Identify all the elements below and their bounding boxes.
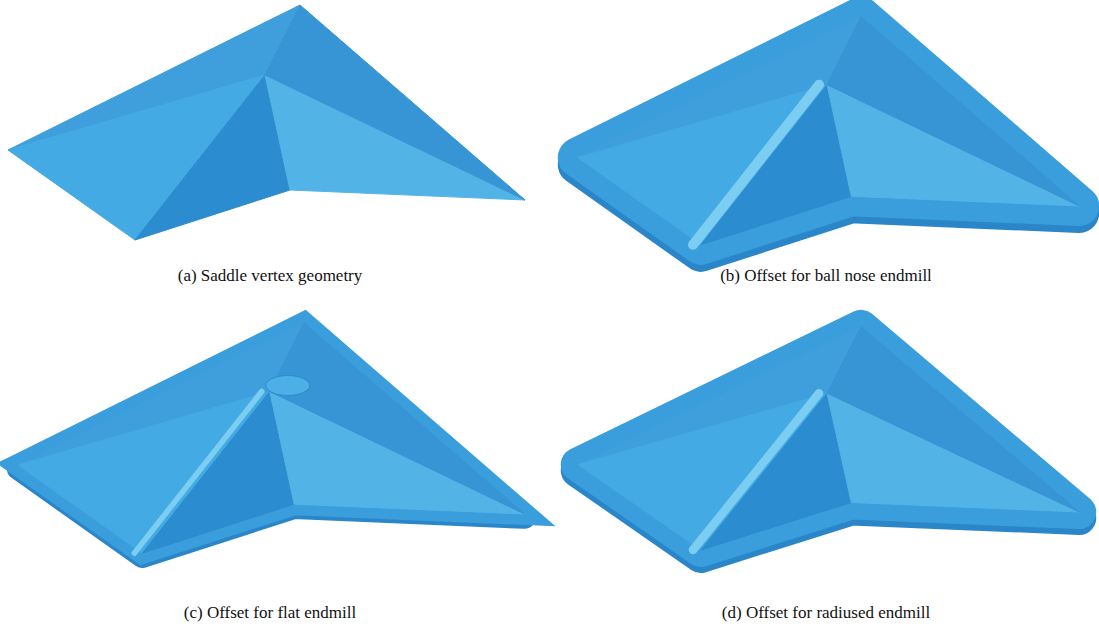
figure-caption: (a) Saddle vertex geometry xyxy=(178,266,363,286)
facet xyxy=(701,85,851,245)
figure-caption: (d) Offset for radiused endmill xyxy=(722,603,930,623)
ridge-highlight xyxy=(693,85,819,245)
facet xyxy=(265,5,525,200)
facet xyxy=(142,392,294,554)
ridge-highlight xyxy=(693,393,819,550)
radiused-offset xyxy=(578,327,1079,556)
facet xyxy=(701,393,851,550)
figure-caption: (b) Offset for ball nose endmill xyxy=(720,266,932,286)
facet xyxy=(270,323,525,514)
offset-surface xyxy=(18,323,525,553)
ball-offset xyxy=(578,17,1079,252)
figure-caption: (c) Offset for flat endmill xyxy=(184,603,356,623)
facet xyxy=(135,75,290,240)
flat-disc xyxy=(266,376,310,396)
facet xyxy=(827,17,1079,206)
saddle-geometry xyxy=(8,5,525,240)
ridge-highlight xyxy=(134,392,261,554)
flat-offset xyxy=(18,323,525,557)
facet xyxy=(827,327,1079,512)
offset-surface xyxy=(578,17,1079,245)
offset-surface xyxy=(578,327,1079,550)
